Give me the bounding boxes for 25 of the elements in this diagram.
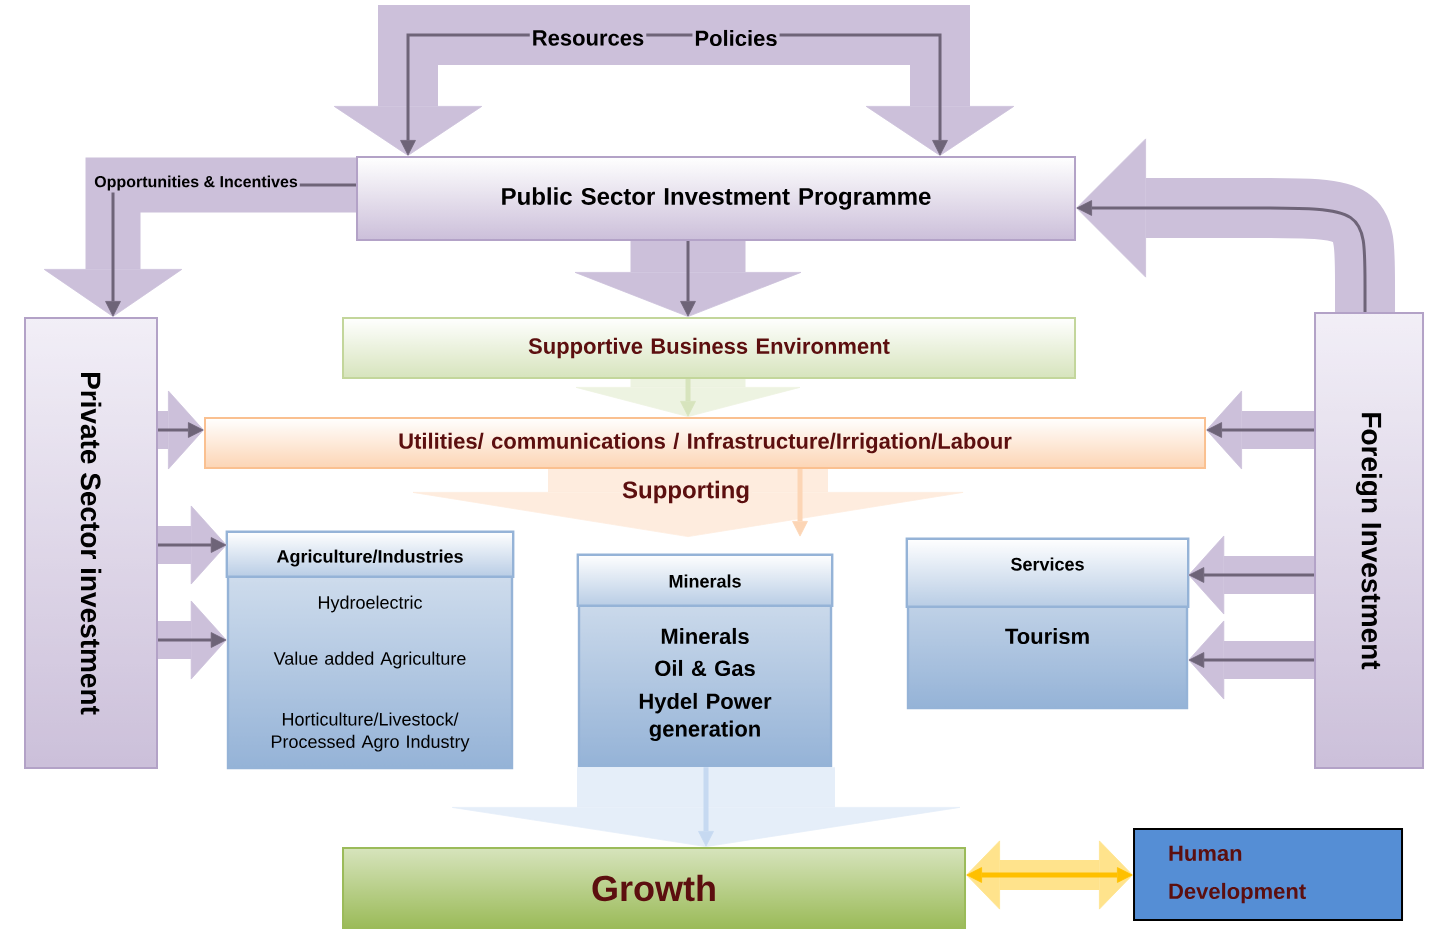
edge-label: Policies [692,27,780,49]
arrow [1076,200,1367,312]
arrow [158,632,227,648]
vertical-box: Foreign Investment [1314,312,1424,769]
process-box: Public Sector Investment Programme [356,156,1076,241]
arrow [1188,567,1314,583]
sector-box: Agriculture/Industries Hydroelectric Value added Agriculture Horticulture/Livestock/ Processed Agro Industry [225,530,515,770]
process-box: Human Development [1133,828,1403,921]
edge-label: Resources [529,28,647,48]
arrow [680,241,696,317]
vertical-box: Private Sector investment [24,317,158,769]
arrow [680,379,696,417]
process-box: Growth [342,847,966,929]
process-box: Utilities/ communications / Infrastructure/Irrigation/Labour [204,417,1206,469]
arrow [1188,652,1314,668]
arrow [966,867,1133,883]
sector-box: Minerals Minerals Oil & Gas Hydel Power generation [576,553,834,768]
arrow [158,537,227,553]
process-box: Supportive Business Environment [342,317,1076,379]
arrow [158,422,204,438]
sector-box: Services Tourism [905,537,1190,710]
arrow [792,469,808,537]
arrow [1206,422,1314,438]
arrow [698,767,714,847]
edge-label: Supporting [620,478,752,506]
